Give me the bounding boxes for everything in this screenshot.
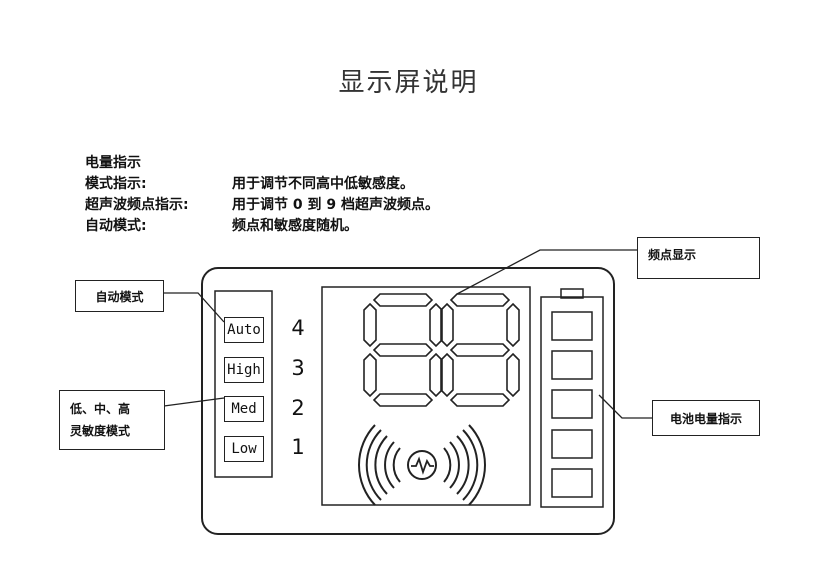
seg-c [506,352,520,398]
seg-g [449,343,511,357]
callout-frequency-display: 频点显示 [637,237,760,279]
mode-label: Low [231,441,257,457]
seven-segment-display [363,293,520,407]
seg-d [372,393,434,407]
desc-key: 电量指示 [85,155,141,171]
callout-leaders [163,249,652,419]
mode-label: Auto [227,322,261,338]
level-number: 3 [291,356,305,380]
mode-low-button: Low [224,436,264,462]
mode-panel [214,290,273,478]
mode-med-button: Med [224,396,264,422]
seg-a [372,293,434,307]
desc-value: 用于调节 0 到 9 档超声波频点。 [232,197,439,213]
mode-auto-button: Auto [224,317,264,343]
mode-label: Med [231,401,257,417]
seg-e [440,352,454,398]
mode-high-button: High [224,357,264,383]
callout-label: 电池电量指示 [669,411,742,426]
callout-label-line2: 灵敏度模式 [70,424,131,438]
desc-key: 模式指示: [85,176,147,192]
seg-f [363,302,377,348]
callout-label: 自动模式 [95,289,144,304]
level-number: 2 [291,396,305,420]
display-panel [321,286,531,506]
battery-bar [551,429,593,459]
desc-value: 频点和敏感度随机。 [232,218,358,234]
callout-sensitivity-mode: 低、中、高 灵敏度模式 [59,390,165,450]
leader-sensitivity [163,397,225,407]
leader-auto [164,292,225,323]
page-title: 显示屏说明 [338,68,479,98]
battery-icon [540,288,604,508]
battery-bar [551,468,593,498]
battery-bar [551,389,593,419]
level-number: 4 [291,316,305,340]
mode-label: High [227,362,261,378]
leader-frequency [456,249,637,295]
seg-d [449,393,511,407]
seg-g [372,343,434,357]
leader-battery [598,394,652,419]
ultrasonic-wave-icon [358,424,486,506]
desc-key: 超声波频点指示: [85,197,189,213]
level-number: 1 [291,435,305,459]
battery-bar [551,311,593,341]
desc-key: 自动模式: [85,218,147,234]
callout-battery-indicator: 电池电量指示 [652,400,760,436]
seg-e [363,352,377,398]
seg-f [440,302,454,348]
callout-label: 频点显示 [648,248,697,262]
seg-b [506,302,520,348]
callout-label-line1: 低、中、高 [70,402,131,416]
seg-a [449,293,511,307]
callout-auto-mode: 自动模式 [75,280,164,312]
desc-value: 用于调节不同高中低敏感度。 [232,176,414,192]
battery-bar [551,350,593,380]
